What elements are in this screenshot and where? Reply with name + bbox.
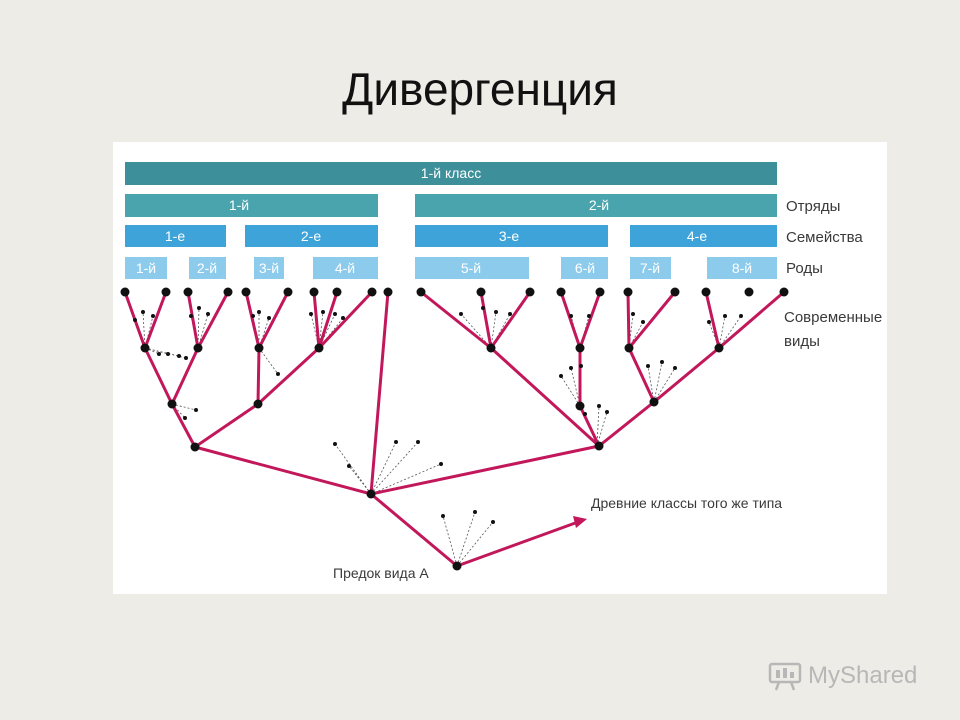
logo-text: MyShared — [808, 662, 918, 689]
row-label-families: Семейства — [786, 229, 863, 246]
ancient-classes-label: Древние классы того же типа — [591, 495, 782, 511]
family-bar-3-label: 3-е — [499, 228, 519, 244]
extinct-tips — [133, 306, 743, 524]
order-bar-1 — [125, 194, 378, 217]
genus-bar-2-label: 2-й — [197, 260, 217, 276]
genus-bar-4 — [313, 257, 378, 279]
genus-bar-8-label: 8-й — [732, 260, 752, 276]
genus-bar-1-label: 1-й — [136, 260, 156, 276]
class-bar — [125, 162, 777, 185]
genus-bar-6 — [561, 257, 608, 279]
extinct-lineages — [134, 307, 742, 567]
order-bar-2 — [415, 194, 777, 217]
row-labels: Отряды Семейства Роды Современные виды — [784, 198, 882, 350]
row-label-genera: Роды — [786, 260, 823, 277]
nodes — [120, 287, 789, 571]
phylogeny-svg: 1-й класс 1-й 2-й 1-е 2-е 3-е 4-е 1-й 2-… — [120, 162, 882, 581]
genus-bar-5 — [415, 257, 529, 279]
genus-bar-3 — [254, 257, 284, 279]
annotations: Древние классы того же типа Предок вида … — [333, 495, 782, 581]
branches — [123, 290, 786, 568]
genus-bar-4-label: 4-й — [335, 260, 355, 276]
family-bar-3 — [415, 225, 608, 247]
genus-bar-7 — [630, 257, 671, 279]
presentation-icon — [768, 662, 802, 691]
family-bar-4 — [630, 225, 777, 247]
family-bar-2 — [245, 225, 378, 247]
class-bar-label: 1-й класс — [421, 165, 481, 181]
genus-bar-5-label: 5-й — [461, 260, 481, 276]
row-label-species-1: Современные — [784, 309, 882, 326]
family-bar-1-label: 1-е — [165, 228, 185, 244]
myshared-logo: MyShared — [768, 656, 917, 696]
family-bar-4-label: 4-е — [687, 228, 707, 244]
genus-bar-8 — [707, 257, 777, 279]
taxonomy-bars: 1-й класс 1-й 2-й 1-е 2-е 3-е 4-е 1-й 2-… — [125, 162, 777, 279]
family-bar-1 — [125, 225, 226, 247]
row-label-species-2: виды — [784, 333, 820, 350]
order-bar-2-label: 2-й — [589, 197, 609, 213]
slide-title: Дивергенция — [342, 63, 618, 115]
row-label-orders: Отряды — [786, 198, 840, 215]
order-bar-1-label: 1-й — [229, 197, 249, 213]
ancient-classes-arrow — [456, 516, 587, 568]
genus-bar-2 — [189, 257, 226, 279]
genus-bar-6-label: 6-й — [575, 260, 595, 276]
genus-bar-7-label: 7-й — [640, 260, 660, 276]
family-bar-2-label: 2-е — [301, 228, 321, 244]
ancestor-label: Предок вида А — [333, 565, 429, 581]
divergence-diagram: 1-й класс 1-й 2-й 1-е 2-е 3-е 4-е 1-й 2-… — [113, 142, 887, 594]
genus-bar-1 — [125, 257, 167, 279]
genus-bar-3-label: 3-й — [259, 260, 279, 276]
